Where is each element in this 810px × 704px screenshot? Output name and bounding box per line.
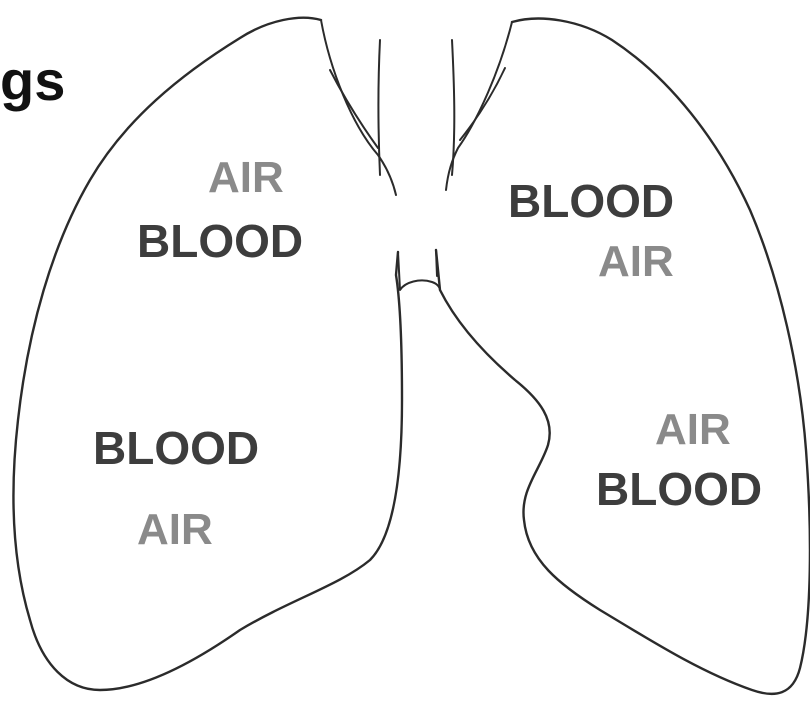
right-lower-air-label: AIR xyxy=(137,508,213,552)
right-bronchus-inner xyxy=(330,70,378,148)
right-lower-blood-label: BLOOD xyxy=(93,425,259,471)
left-lung-outline xyxy=(436,19,810,694)
right-upper-air-label: AIR xyxy=(208,156,284,200)
left-bronchus-outer xyxy=(446,22,512,190)
right-lung-outline xyxy=(14,18,402,690)
left-upper-blood-label: BLOOD xyxy=(508,178,674,224)
mediastinum-notch xyxy=(398,252,440,290)
hilum-right-stub xyxy=(436,250,437,276)
right-bronchus-outer xyxy=(321,20,396,195)
trachea-left-wall xyxy=(379,40,381,175)
left-upper-air-label: AIR xyxy=(598,240,674,284)
left-lower-blood-label: BLOOD xyxy=(596,466,762,512)
right-upper-blood-label: BLOOD xyxy=(137,218,303,264)
left-lower-air-label: AIR xyxy=(655,408,731,452)
